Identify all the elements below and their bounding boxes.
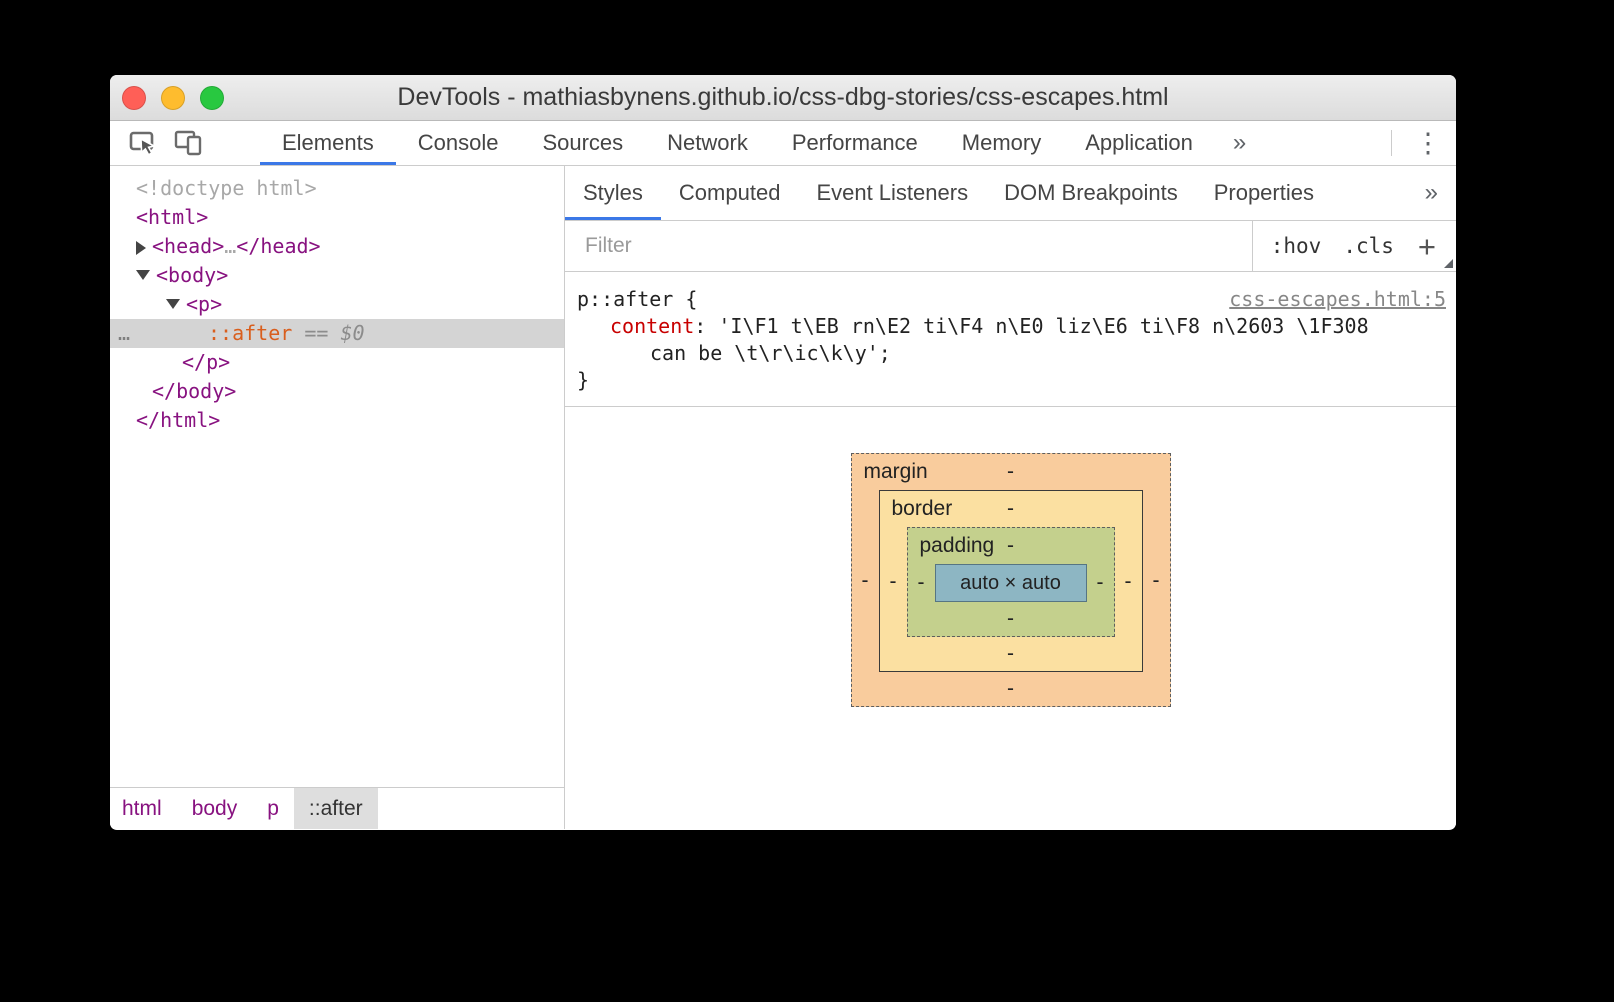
dollar-zero-ref: $0 — [340, 321, 365, 345]
css-declaration: content: 'I\F1 t\EB rn\E2 ti\F4 n\E0 liz… — [565, 313, 1456, 367]
minimize-button[interactable] — [161, 85, 185, 110]
margin-bottom-value: - — [1007, 677, 1014, 700]
tab-elements[interactable]: Elements — [260, 121, 396, 165]
more-sidebar-tabs-button[interactable]: » — [1424, 179, 1438, 206]
tree-node-p-open[interactable]: <p> — [110, 290, 564, 319]
toolbar-divider — [1391, 130, 1392, 156]
close-button[interactable] — [122, 85, 146, 110]
styles-filter-bar: :hov .cls + — [565, 221, 1456, 272]
styles-sidebar: Styles Computed Event Listeners DOM Brea… — [565, 166, 1456, 829]
tree-node-body-open[interactable]: <body> — [110, 261, 564, 290]
tab-styles[interactable]: Styles — [565, 166, 661, 220]
breadcrumb-body[interactable]: body — [191, 796, 238, 820]
margin-top-value: - — [1007, 460, 1014, 483]
tree-node-html-open[interactable]: <html> — [136, 205, 209, 229]
css-property-value-wrap[interactable]: can be \t\r\ic\k\y'; — [650, 341, 891, 365]
padding-top-value: - — [1007, 534, 1014, 557]
device-toolbar-button[interactable] — [166, 121, 212, 165]
padding-right-value: - — [1096, 571, 1104, 594]
box-model-border[interactable]: border - - padding - — [878, 490, 1143, 672]
tab-application[interactable]: Application — [1085, 130, 1193, 155]
overflow-dots-icon[interactable]: … — [118, 321, 131, 345]
css-rule: p::after { css-escapes.html:5 content: '… — [565, 272, 1456, 407]
collapse-arrow-icon[interactable] — [136, 270, 150, 280]
breadcrumb-after[interactable]: ::after — [293, 788, 378, 829]
box-model-content[interactable]: auto × auto — [934, 564, 1087, 602]
border-bottom-value: - — [1007, 642, 1014, 665]
margin-right-value: - — [1152, 569, 1160, 592]
inspect-element-button[interactable] — [120, 121, 166, 165]
devtools-window: DevTools - mathiasbynens.github.io/css-d… — [110, 75, 1456, 830]
tab-event-listeners[interactable]: Event Listeners — [816, 180, 969, 205]
styles-sidebar-tabs: Styles Computed Event Listeners DOM Brea… — [565, 166, 1456, 221]
css-property-value[interactable]: 'I\F1 t\EB rn\E2 ti\F4 n\E0 liz\E6 ti\F8… — [718, 314, 1369, 338]
box-model-padding[interactable]: padding - - auto × auto — [906, 527, 1115, 637]
tab-console[interactable]: Console — [417, 130, 499, 155]
elements-panel: <!doctype html> <html> <head>…</head> <b… — [110, 166, 565, 829]
inspect-cursor-icon — [127, 126, 159, 161]
breadcrumb-html[interactable]: html — [122, 796, 162, 820]
padding-label: padding — [919, 534, 995, 557]
pseudo-state-toggle[interactable]: :hov — [1270, 234, 1322, 258]
box-model-diagram: margin - - border - - — [565, 453, 1456, 707]
tree-node-html-close[interactable]: </html> — [136, 408, 221, 432]
tree-node-after-selected[interactable]: …::after == $0 — [110, 319, 564, 348]
tab-performance[interactable]: Performance — [791, 130, 918, 155]
toolbar-right-controls: ⋮ — [1391, 121, 1456, 165]
collapse-arrow-icon[interactable] — [166, 299, 180, 309]
devtools-menu-button[interactable]: ⋮ — [1408, 128, 1448, 159]
padding-left-value: - — [917, 571, 925, 594]
margin-left-value: - — [861, 569, 869, 592]
border-right-value: - — [1124, 570, 1132, 593]
tab-dom-breakpoints[interactable]: DOM Breakpoints — [1004, 180, 1178, 205]
tree-node-p-close[interactable]: </p> — [182, 350, 231, 374]
tree-node-doctype[interactable]: <!doctype html> — [136, 176, 317, 200]
css-rule-header: p::after { css-escapes.html:5 — [565, 286, 1456, 313]
styles-pane-body: p::after { css-escapes.html:5 content: '… — [565, 272, 1456, 829]
dom-tree: <!doctype html> <html> <head>…</head> <b… — [110, 166, 564, 787]
device-toolbar-icon — [173, 126, 205, 161]
devtools-panel-tabs: Elements Console Sources Network Perform… — [260, 121, 1264, 165]
window-titlebar: DevTools - mathiasbynens.github.io/css-d… — [110, 75, 1456, 121]
styles-filter-controls: :hov .cls + — [1251, 221, 1456, 271]
border-top-value: - — [1007, 497, 1014, 520]
devtools-toolbar: Elements Console Sources Network Perform… — [110, 121, 1456, 166]
breadcrumb: html body p ::after — [110, 787, 564, 829]
css-close-brace: } — [577, 368, 590, 392]
tree-node-head[interactable]: <head>…</head> — [110, 232, 564, 261]
styles-filter-input[interactable] — [565, 221, 1252, 271]
tab-network[interactable]: Network — [667, 130, 748, 155]
tab-computed[interactable]: Computed — [678, 180, 781, 205]
tab-memory[interactable]: Memory — [961, 130, 1042, 155]
box-model-margin[interactable]: margin - - border - - — [850, 453, 1171, 707]
devtools-main: <!doctype html> <html> <head>…</head> <b… — [110, 166, 1456, 829]
breadcrumb-p[interactable]: p — [267, 796, 279, 820]
element-classes-toggle[interactable]: .cls — [1343, 234, 1394, 258]
border-left-value: - — [889, 570, 897, 593]
tree-node-body-close[interactable]: </body> — [152, 379, 237, 403]
window-controls — [122, 75, 224, 120]
css-source-link[interactable]: css-escapes.html:5 — [1229, 287, 1446, 311]
content-size-value: auto × auto — [960, 571, 1061, 594]
new-style-rule-button[interactable]: + — [1417, 228, 1436, 264]
collapsed-content-ellipsis[interactable]: … — [224, 234, 237, 258]
border-label: border — [891, 497, 953, 520]
zoom-button[interactable] — [200, 85, 224, 110]
more-panels-button[interactable]: » — [1232, 129, 1247, 156]
window-title: DevTools - mathiasbynens.github.io/css-d… — [397, 83, 1169, 111]
new-rule-corner-icon — [1444, 259, 1453, 268]
padding-bottom-value: - — [1007, 607, 1014, 630]
margin-label: margin — [863, 460, 928, 483]
css-open-brace: { — [685, 287, 698, 311]
tab-sources[interactable]: Sources — [542, 130, 624, 155]
tab-properties[interactable]: Properties — [1213, 180, 1314, 205]
css-selector[interactable]: p::after — [577, 287, 674, 311]
css-property-name[interactable]: content — [610, 314, 695, 338]
expand-arrow-icon[interactable] — [136, 240, 146, 255]
